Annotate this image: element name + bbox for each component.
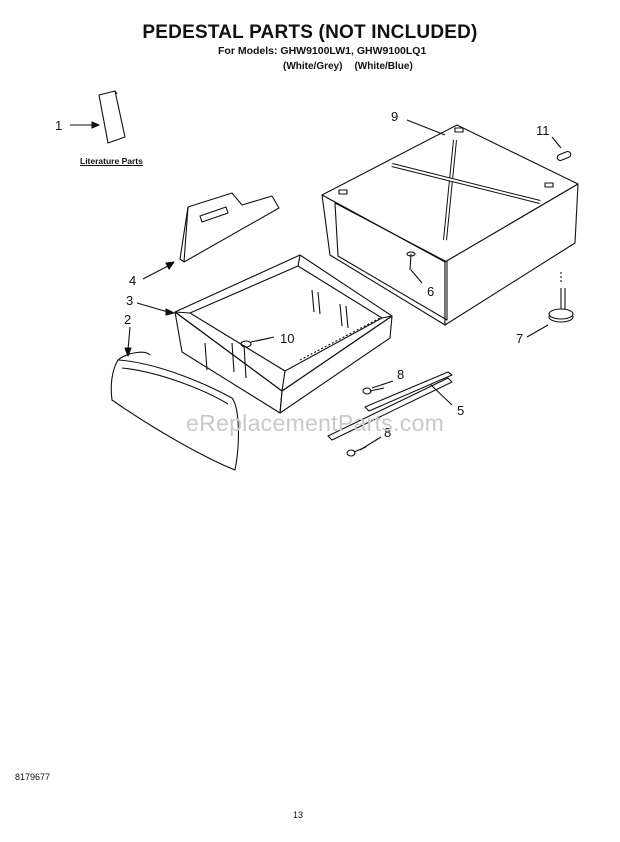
- color-variants: (White/Grey) (White/Blue): [283, 61, 425, 72]
- part-8-screws: [346, 380, 394, 457]
- variant-label-2: (White/Blue): [354, 61, 413, 72]
- part-6-screw: [406, 251, 423, 284]
- model-numbers: For Models: GHW9100LW1, GHW9100LQ1: [218, 45, 427, 57]
- callout-2: 2: [124, 312, 132, 327]
- part-5-slide-rails: [327, 371, 453, 441]
- callout-10: 10: [280, 331, 295, 346]
- literature-parts-label: Literature Parts: [80, 156, 143, 166]
- callout-6: 6: [427, 284, 435, 299]
- callout-5: 5: [457, 403, 465, 418]
- page-title: PEDESTAL PARTS (NOT INCLUDED): [142, 22, 478, 43]
- part-4-divider-panel: [142, 192, 280, 280]
- part-7-leveling-leg: [526, 272, 574, 338]
- callout-1: 1: [55, 118, 63, 133]
- part-9-pedestal-frame: [321, 119, 579, 326]
- callout-4: 4: [129, 273, 137, 288]
- part-3-drawer-basket: [136, 254, 393, 414]
- variant-label-1: (White/Grey): [283, 61, 343, 72]
- page-number: 13: [293, 810, 304, 820]
- part-11-pad: [551, 136, 572, 162]
- part-1-literature-booklet: [70, 90, 126, 144]
- callout-7: 7: [516, 331, 524, 346]
- callout-3: 3: [126, 293, 134, 308]
- watermark: eReplacementParts.com: [186, 410, 445, 436]
- part-10-screw: [240, 336, 275, 348]
- callout-9: 9: [391, 109, 399, 124]
- document-number: 8179677: [15, 772, 51, 782]
- callout-8-lower: 8: [384, 425, 392, 440]
- part-2-drawer-front: [110, 326, 239, 471]
- callout-11: 11: [536, 123, 550, 138]
- callout-8-upper: 8: [397, 367, 405, 382]
